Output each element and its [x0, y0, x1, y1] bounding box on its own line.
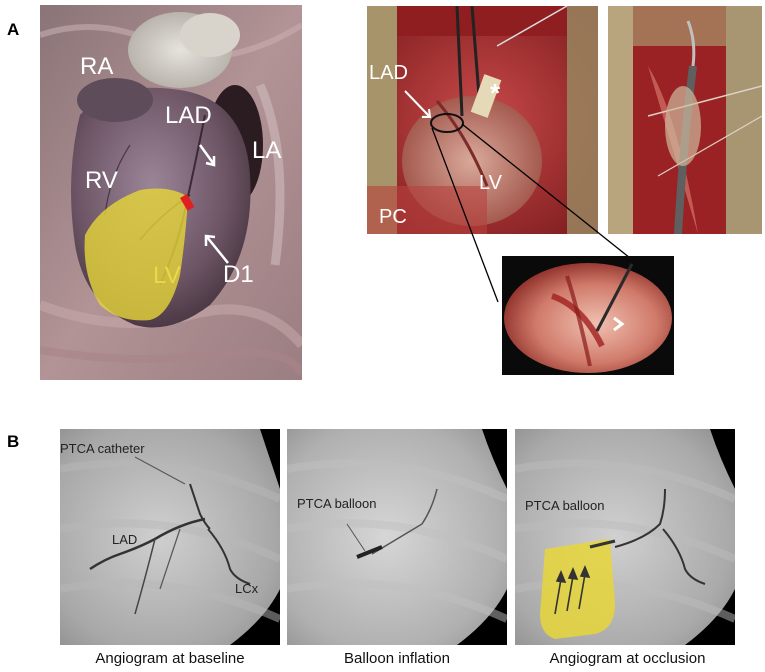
ptca-balloon-label-2: PTCA balloon: [297, 496, 377, 511]
suture-photo: [608, 6, 762, 234]
lcx-label: LCx: [235, 581, 259, 596]
la-label: LA: [252, 137, 282, 164]
caption-baseline: Angiogram at baseline: [95, 650, 245, 667]
lad-label: LAD: [165, 102, 212, 129]
rv-label: RV: [85, 167, 118, 194]
d1-arrow: [206, 236, 229, 264]
angiogram-occlusion-drawing: [515, 429, 735, 645]
panel-b-letter: B: [7, 432, 20, 451]
angiogram-occlusion: PTCA balloon: [515, 429, 735, 645]
angiogram-baseline-drawing: [60, 429, 280, 645]
angiogram-balloon-drawing: [287, 429, 507, 645]
heart-photo: RA LAD LA RV LV D1: [40, 5, 302, 380]
occlusion-marker: [180, 193, 195, 211]
caption-balloon: Balloon inflation: [344, 650, 450, 667]
heart-photo-drawing: [40, 5, 302, 380]
ptca-catheter-label: PTCA catheter: [60, 441, 145, 456]
zoom-inset-photo: [502, 256, 674, 375]
angiogram-baseline: PTCA catheter LAD LCx: [60, 429, 280, 645]
surgery-pc-label: PC: [379, 206, 407, 228]
suture-marker-icon: [613, 316, 625, 332]
surgery-lad-label: LAD: [369, 62, 408, 84]
angiogram-balloon: PTCA balloon: [287, 429, 507, 645]
zoom-inset-drawing: [502, 256, 674, 375]
surgery-photo: LAD * LV PC: [367, 6, 598, 234]
ptca-balloon-label-3: PTCA balloon: [525, 498, 605, 513]
surgery-asterisk: *: [490, 78, 501, 108]
occlusion-infarct-overlay: [540, 539, 615, 639]
zoom-lines: [431, 123, 636, 303]
lad-angio-label: LAD: [112, 532, 138, 547]
caption-occlusion: Angiogram at occlusion: [549, 650, 706, 667]
suture-photo-drawing: [608, 6, 762, 234]
lad-arrow: [198, 144, 215, 164]
surgery-lv-label: LV: [479, 172, 502, 194]
panel-a-letter: A: [7, 20, 20, 39]
perfusion-arrows: [554, 564, 591, 615]
d1-label: D1: [223, 261, 254, 288]
lv-label: LV: [153, 262, 181, 289]
ra-label: RA: [80, 53, 114, 80]
infarct-overlay: [84, 188, 188, 321]
surgery-photo-drawing: [367, 6, 598, 234]
